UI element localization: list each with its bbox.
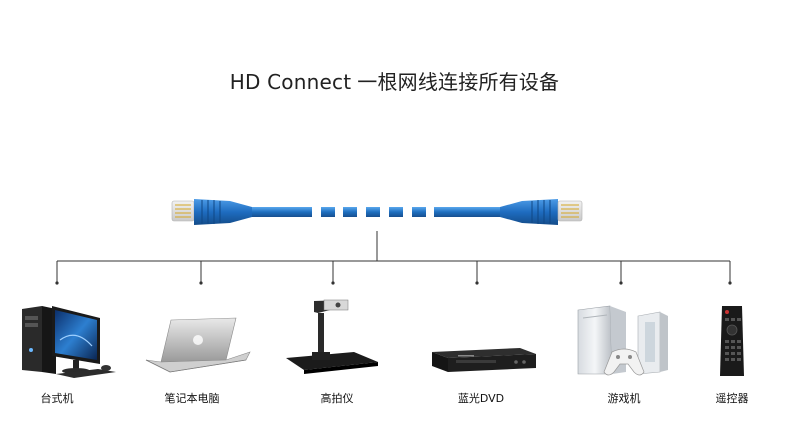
- dvd-player-icon: [432, 348, 536, 372]
- game-console-icon: [577, 305, 668, 376]
- document-camera-icon: [286, 299, 378, 374]
- left-rj45-plug: [171, 199, 252, 225]
- desktop-pc-icon: [22, 306, 116, 378]
- branch-endpoints: [55, 281, 732, 285]
- right-rj45-plug: [500, 199, 583, 225]
- connection-tree: [56, 231, 731, 283]
- device-label-game-console: 游戏机: [607, 392, 641, 405]
- device-label-dvd: 蓝光DVD: [457, 392, 505, 405]
- ethernet-cable-icon: [171, 199, 583, 225]
- device-label-document-camera: 高拍仪: [320, 392, 354, 405]
- title-text: 一根网线连接所有设备: [357, 70, 560, 94]
- title-prefix: HD Connect: [229, 70, 352, 94]
- device-label-laptop: 笔记本电脑: [164, 392, 220, 405]
- remote-control-icon: [720, 306, 744, 376]
- laptop-icon: [145, 317, 251, 373]
- device-label-desktop: 台式机: [40, 392, 74, 405]
- device-label-remote: 遥控器: [715, 392, 749, 405]
